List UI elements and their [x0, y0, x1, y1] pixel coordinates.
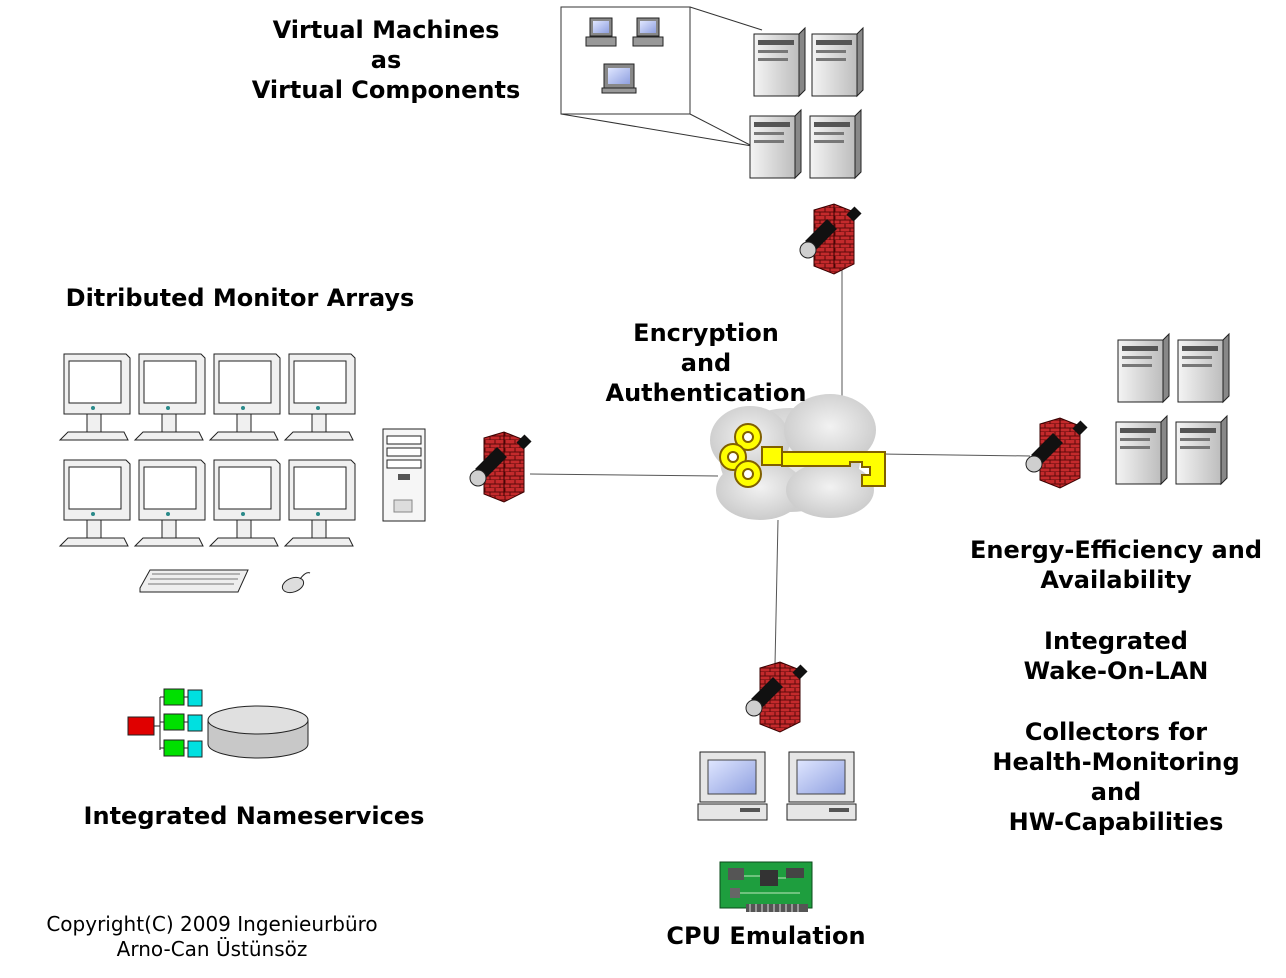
monitor-icon [208, 353, 281, 441]
copyright-line: Arno-Can Üstünsöz [116, 937, 308, 961]
firewall-icon [1025, 417, 1088, 489]
wol-label-line: Wake-On-LAN [1023, 657, 1209, 685]
wol-label-line: Integrated [1044, 627, 1188, 655]
monitor-icon [133, 353, 206, 441]
firewall-icon [469, 431, 532, 503]
database-icon [207, 705, 309, 759]
circuit-board-icon [719, 861, 813, 912]
vm-label-line: as [370, 46, 402, 74]
encryption-label-line: Encryption [633, 319, 779, 347]
mini-computer-icon [632, 17, 664, 47]
monitor-array [58, 353, 356, 547]
server-tower-icon [1177, 332, 1230, 404]
energy-label-line: Availability [1040, 566, 1192, 594]
nameservices-label: Integrated Nameservices [83, 802, 425, 830]
encryption-label-line: Authentication [605, 379, 807, 407]
tower-pc-icon [382, 428, 426, 522]
keyboard-icon [139, 569, 249, 593]
network-links [529, 268, 1031, 666]
vm-label-line: Virtual Components [251, 76, 521, 104]
key-icon [719, 423, 886, 488]
desktop-computer-icon [697, 751, 768, 821]
encryption-label-line: and [680, 349, 732, 377]
server-tower-icon [1115, 414, 1168, 486]
mini-computer-icon [601, 63, 637, 94]
server-tower-icon [749, 108, 802, 180]
collectors-label-line: and [1090, 778, 1142, 806]
cpu-label: CPU Emulation [666, 922, 866, 950]
server-tower-icon [811, 26, 864, 98]
cpu-computers [697, 751, 857, 821]
vm-label-line: Virtual Machines [272, 16, 500, 44]
energy-label: Energy-Efficiency and Availability [956, 535, 1276, 595]
link-cpu [774, 519, 779, 666]
energy-label-line: Energy-Efficiency and [969, 536, 1263, 564]
server-tower-icon [1175, 414, 1228, 486]
collectors-label: Collectors for Health-Monitoring and HW-… [956, 717, 1276, 837]
collectors-label-line: Collectors for [1024, 718, 1208, 746]
vm-server-towers [749, 26, 864, 180]
availability-server-towers [1115, 332, 1230, 486]
copyright-text: Copyright(C) 2009 Ingenieurbüro Arno-Can… [20, 912, 404, 962]
firewall-icon [799, 203, 862, 275]
server-tower-icon [1117, 332, 1170, 404]
server-tower-icon [753, 26, 806, 98]
server-tower-icon [809, 108, 862, 180]
nameservice-tree-icon [127, 688, 203, 758]
wol-label: Integrated Wake-On-LAN [956, 626, 1276, 686]
monitor-icon [283, 353, 356, 441]
vm-callout [560, 6, 763, 147]
encryption-label: Encryption and Authentication [596, 318, 816, 408]
vm-label: Virtual Machines as Virtual Components [236, 15, 536, 105]
copyright-line: Copyright(C) 2009 Ingenieurbüro [46, 912, 378, 936]
firewall-icons [469, 203, 1088, 733]
desktop-computer-icon [786, 751, 857, 821]
monitor-arrays-label: Ditributed Monitor Arrays [65, 284, 415, 312]
collectors-label-line: Health-Monitoring [992, 748, 1240, 776]
monitor-icon [58, 353, 131, 441]
firewall-icon [745, 661, 808, 733]
monitor-icon [133, 459, 206, 547]
collectors-label-line: HW-Capabilities [1008, 808, 1224, 836]
monitor-icon [58, 459, 131, 547]
link-monitors [529, 473, 719, 477]
link-servers [883, 453, 1031, 457]
mouse-icon [281, 572, 311, 594]
mini-computer-icon [585, 17, 617, 47]
monitor-icon [208, 459, 281, 547]
monitor-icon [283, 459, 356, 547]
